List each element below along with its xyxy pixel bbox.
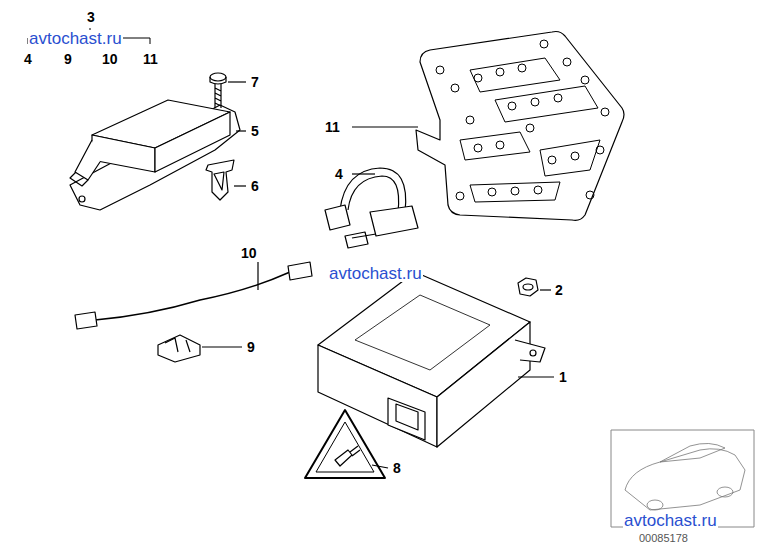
reference-number: 11: [142, 52, 159, 66]
callout-number: 7: [250, 75, 260, 89]
reference-number: 3: [86, 10, 96, 24]
reference-number: 4: [23, 52, 33, 66]
watermark: avtochast.ru: [623, 512, 718, 529]
callout-number: 8: [392, 461, 402, 475]
watermark: avtochast.ru: [28, 30, 123, 47]
callout-number: 9: [246, 340, 256, 354]
callout-number: 6: [250, 179, 260, 193]
diagram-number: 00085178: [638, 533, 689, 544]
callout-number: 5: [250, 124, 260, 138]
callout-number: 11: [324, 120, 341, 134]
reference-number: 9: [63, 52, 73, 66]
callout-number: 1: [558, 370, 568, 384]
callout-number: 10: [240, 246, 258, 260]
callout-number: 4: [334, 167, 344, 181]
reference-number: 10: [101, 52, 119, 66]
callout-number: 2: [554, 283, 564, 297]
watermark: avtochast.ru: [328, 265, 423, 282]
